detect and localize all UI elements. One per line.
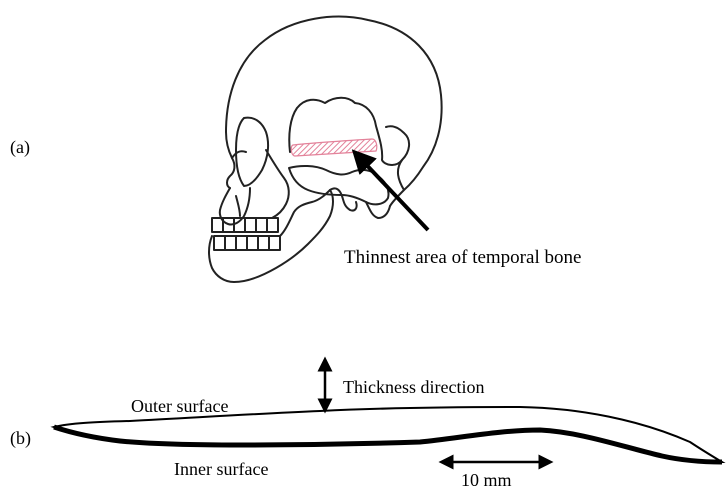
panel-b: (b) Outer surface Inner surface Thicknes…: [10, 364, 722, 490]
skull-ramus: [330, 188, 357, 210]
panel-a-label: (a): [10, 137, 30, 158]
annotation-text: Thinnest area of temporal bone: [344, 247, 581, 268]
orbit-inner-line: [232, 151, 246, 158]
skull-maxilla: [266, 150, 289, 218]
skull-forehead: [226, 132, 234, 188]
panel-a: (a): [10, 17, 581, 282]
outer-surface-label: Outer surface: [131, 396, 228, 416]
nasal-septum-line: [236, 196, 240, 216]
thickness-direction-label: Thickness direction: [343, 377, 484, 397]
annotation-arrow: [360, 158, 428, 230]
scale-bar-label: 10 mm: [461, 470, 512, 490]
lower-teeth: [214, 236, 280, 250]
thinnest-area-highlight: [291, 139, 377, 156]
skull-cranium-outline: [226, 17, 442, 206]
panel-b-label: (b): [10, 428, 31, 449]
inner-surface-label: Inner surface: [174, 459, 268, 479]
